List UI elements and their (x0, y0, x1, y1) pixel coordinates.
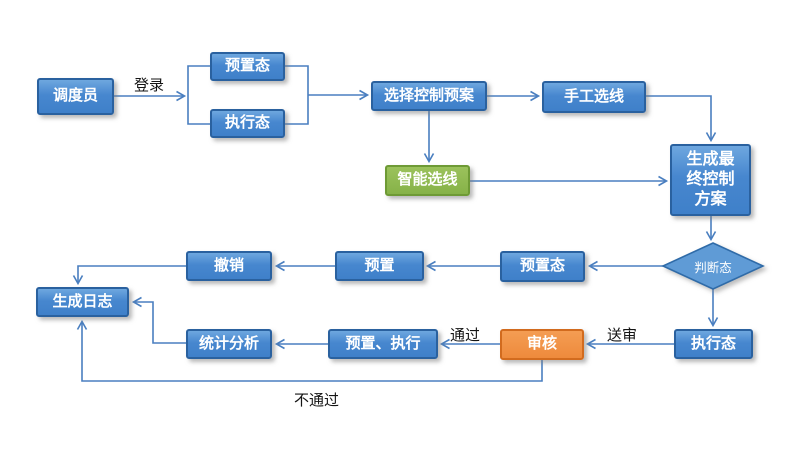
connector-manual-to-finalplan (645, 95, 717, 143)
node-gen-log-label: 生成日志 (52, 292, 113, 310)
node-final-plan-label: 生成最终控制方案 (686, 151, 735, 208)
node-gen-log: 生成日志 (36, 287, 129, 317)
node-audit: 审核 (500, 329, 584, 360)
node-decision: 判断态 (661, 241, 765, 291)
decision-diamond-shape (661, 242, 765, 290)
node-manual-select-label: 手工选线 (563, 87, 624, 105)
node-exec-state-bottom-label: 执行态 (690, 334, 736, 352)
node-preset-state-mid-label: 预置态 (519, 257, 565, 275)
node-stats: 统计分析 (186, 329, 272, 359)
edge-label-reject: 不通过 (294, 393, 340, 409)
node-final-plan: 生成最终控制方案 (670, 144, 751, 216)
node-audit-label: 审核 (526, 335, 557, 353)
node-preset-state-top-label: 预置态 (224, 57, 270, 75)
node-preset: 预置 (335, 251, 424, 281)
node-preset-exec: 预置、执行 (328, 329, 438, 359)
node-preset-state-mid: 预置态 (500, 251, 585, 282)
node-manual-select: 手工选线 (542, 81, 646, 113)
node-exec-state-top: 执行态 (210, 109, 285, 138)
node-revoke: 撤销 (186, 251, 272, 281)
connector-stats-to-genlog (131, 296, 186, 344)
decision-diamond-polygon (661, 242, 765, 290)
node-preset-label: 预置 (364, 256, 395, 274)
bracket-left (187, 65, 210, 125)
node-exec-state-top-label: 执行态 (224, 114, 270, 132)
bracket-right (283, 65, 309, 125)
node-smart-select: 智能选线 (385, 165, 470, 196)
node-preset-exec-label: 预置、执行 (345, 334, 421, 352)
connector-audit-reject-to-genlog (76, 319, 543, 382)
connector-revoke-to-genlog (72, 265, 186, 286)
node-stats-label: 统计分析 (198, 334, 259, 352)
node-select-plan-label: 选择控制预案 (383, 86, 474, 104)
node-revoke-label: 撤销 (213, 256, 244, 274)
node-preset-state-top: 预置态 (210, 52, 285, 81)
node-decision-label: 判断态 (694, 260, 732, 275)
edge-label-login: 登录 (134, 78, 165, 94)
node-dispatcher-label: 调度员 (52, 87, 98, 105)
node-dispatcher: 调度员 (37, 78, 114, 115)
node-select-plan: 选择控制预案 (371, 81, 487, 111)
node-smart-select-label: 智能选线 (397, 171, 458, 189)
node-exec-state-bottom: 执行态 (674, 329, 753, 359)
edge-label-submit-review: 送审 (607, 328, 638, 344)
edge-label-pass: 通过 (450, 328, 481, 344)
